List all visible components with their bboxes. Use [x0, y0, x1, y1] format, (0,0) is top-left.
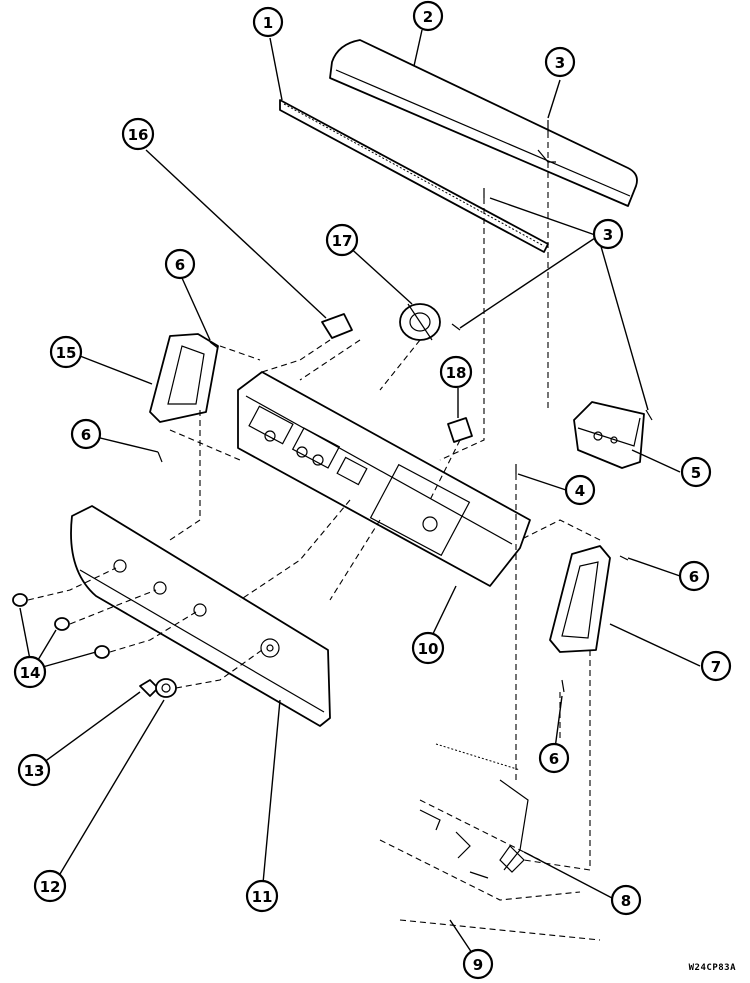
part-timer	[573, 401, 645, 469]
leader-lines	[19, 29, 701, 963]
svg-text:3: 3	[555, 54, 565, 72]
part-dial	[155, 678, 177, 698]
part-console-base	[379, 799, 601, 941]
svg-text:6: 6	[175, 256, 185, 274]
callout-11: 11	[245, 879, 279, 913]
drawing-code: W24CP83A	[688, 963, 736, 973]
callout-4: 4	[564, 474, 596, 506]
svg-text:10: 10	[418, 640, 439, 658]
svg-text:3: 3	[603, 226, 613, 244]
callout-12: 12	[33, 869, 67, 903]
svg-text:16: 16	[128, 126, 149, 144]
svg-text:8: 8	[621, 892, 631, 910]
svg-text:14: 14	[20, 664, 41, 682]
svg-text:13: 13	[24, 762, 45, 780]
part-switch-18	[447, 417, 473, 443]
svg-text:7: 7	[711, 658, 721, 676]
callout-13: 13	[17, 753, 51, 787]
callout-10: 10	[411, 631, 445, 665]
part-selector-switch	[399, 303, 441, 341]
callout-18: 18	[439, 355, 473, 389]
part-left-end-cap	[149, 333, 219, 423]
part-right-end-cap	[549, 545, 611, 653]
callout-1: 1	[252, 6, 284, 38]
svg-text:2: 2	[423, 8, 433, 26]
part-screws	[157, 120, 653, 693]
callout-6-right: 6	[678, 560, 710, 592]
callout-6-upper-left: 6	[164, 248, 196, 280]
svg-text:12: 12	[40, 878, 61, 896]
callout-9: 9	[462, 948, 494, 980]
callout-7: 7	[700, 650, 732, 682]
part-strip	[279, 99, 549, 253]
callout-6-lower: 6	[538, 742, 570, 774]
part-front-panel	[70, 505, 331, 727]
svg-text:5: 5	[691, 464, 701, 482]
callout-6-left: 6	[70, 418, 102, 450]
svg-text:18: 18	[446, 364, 467, 382]
callout-17: 17	[325, 223, 359, 257]
assembly-lines	[27, 132, 601, 871]
part-buttons	[12, 593, 110, 659]
callout-2: 2	[412, 0, 444, 32]
svg-text:6: 6	[689, 568, 699, 586]
part-harness	[435, 743, 529, 873]
svg-text:6: 6	[81, 426, 91, 444]
svg-text:15: 15	[56, 344, 77, 362]
part-control-panel-frame	[237, 371, 531, 587]
callout-3-top: 3	[544, 46, 576, 78]
callout-15: 15	[49, 335, 83, 369]
svg-text:11: 11	[252, 888, 273, 906]
svg-text:6: 6	[549, 750, 559, 768]
svg-text:17: 17	[332, 232, 353, 250]
callout-5: 5	[680, 456, 712, 488]
part-top-cover	[329, 39, 638, 207]
part-switch-16	[321, 313, 353, 339]
callout-8: 8	[610, 884, 642, 916]
callout-14: 14	[13, 655, 47, 689]
callout-16: 16	[121, 117, 155, 151]
svg-text:9: 9	[473, 956, 483, 974]
callout-3-right: 3	[592, 218, 624, 250]
svg-text:4: 4	[575, 482, 585, 500]
svg-text:1: 1	[263, 14, 273, 32]
